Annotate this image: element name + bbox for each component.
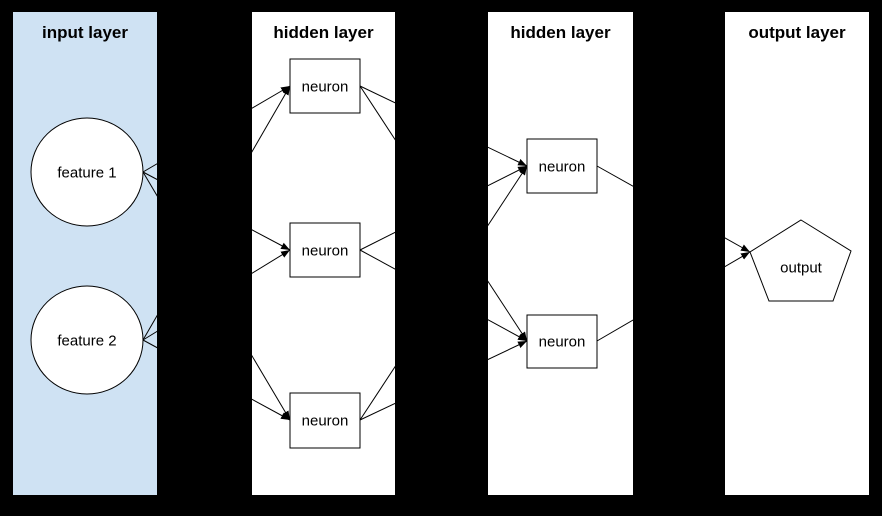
node-h1-neuron-2 [289,222,361,278]
node-h2-neuron-2 [526,314,598,369]
node-h2-neuron-1 [526,138,598,194]
node-h1-neuron-1 [289,58,361,114]
panel-input-layer [13,12,157,495]
node-feature-1 [30,117,144,227]
node-output [749,219,852,302]
panel-hidden-layer-2 [488,12,633,495]
node-h1-neuron-3 [289,392,361,449]
node-feature-2 [30,285,144,395]
